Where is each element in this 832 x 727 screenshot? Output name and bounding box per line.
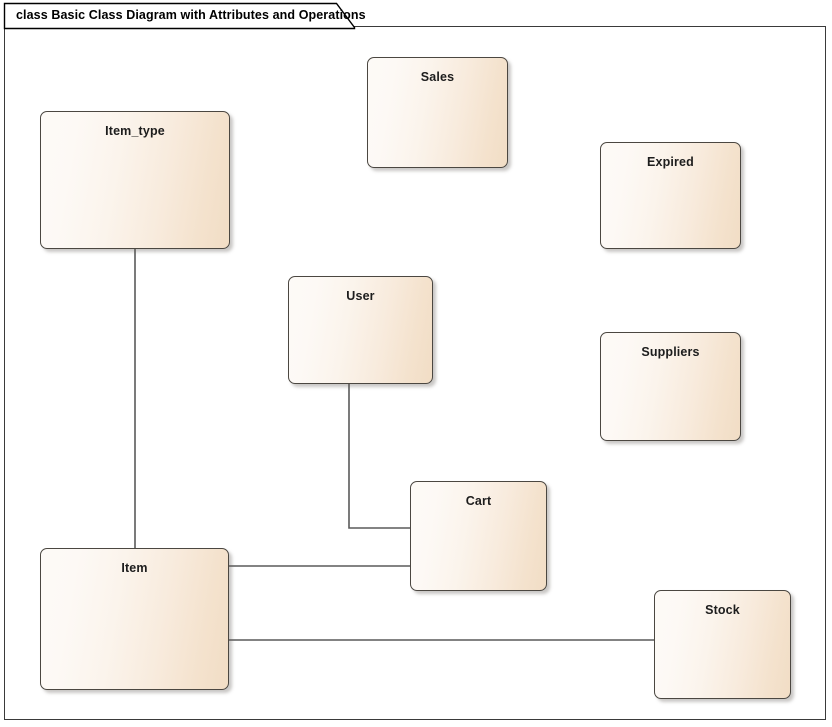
diagram-title-tab-shape <box>3 2 356 30</box>
class-name-suppliers: Suppliers <box>641 345 700 359</box>
class-element-cart[interactable]: Cart <box>410 481 547 591</box>
class-name-item_type: Item_type <box>105 124 165 138</box>
class-name-sales: Sales <box>420 70 455 84</box>
class-element-expired[interactable]: Expired <box>600 142 741 249</box>
class-element-item_type[interactable]: Item_type <box>40 111 230 249</box>
diagram-title-label: class Basic Class Diagram with Attribute… <box>16 8 366 22</box>
class-element-user[interactable]: User <box>288 276 433 384</box>
class-name-item: Item <box>121 561 148 575</box>
class-name-cart: Cart <box>465 494 492 508</box>
class-element-stock[interactable]: Stock <box>654 590 791 699</box>
class-name-stock: Stock <box>705 603 740 617</box>
class-element-sales[interactable]: Sales <box>367 57 508 168</box>
class-name-user: User <box>346 289 375 303</box>
class-element-suppliers[interactable]: Suppliers <box>600 332 741 441</box>
class-element-item[interactable]: Item <box>40 548 229 690</box>
class-name-expired: Expired <box>647 155 694 169</box>
